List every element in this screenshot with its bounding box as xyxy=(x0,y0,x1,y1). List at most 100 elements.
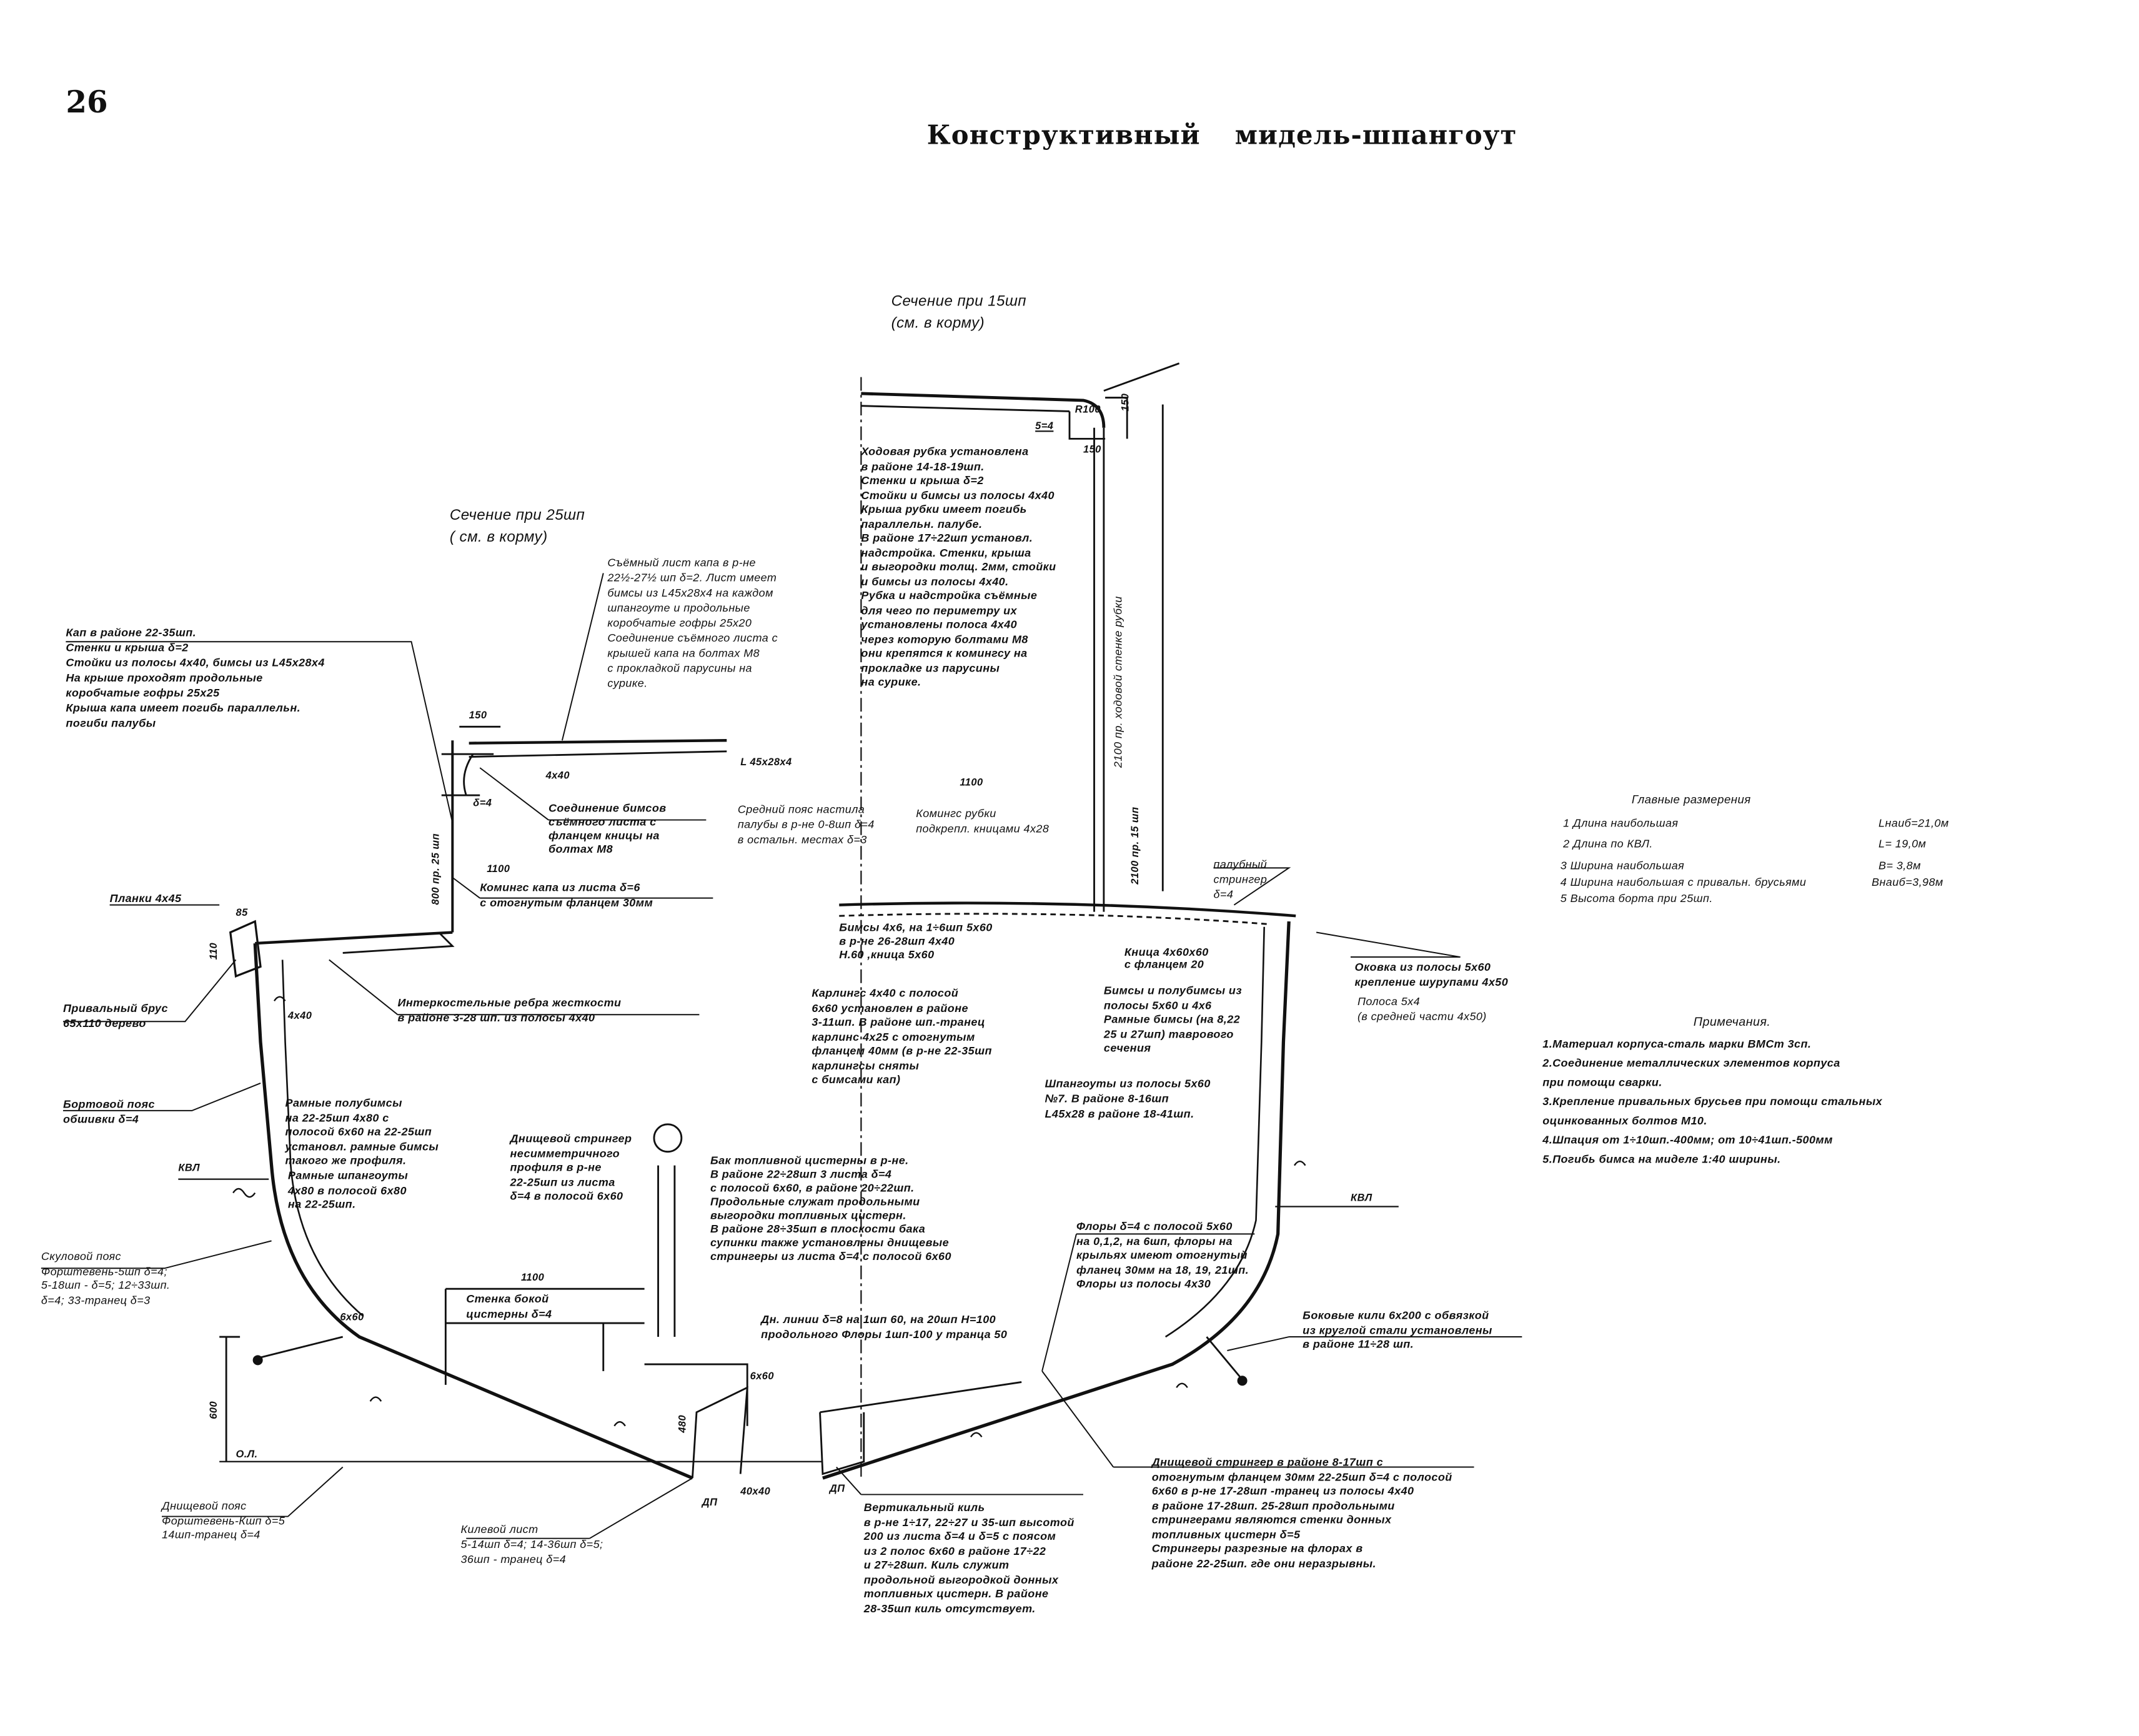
vertical-keel-right xyxy=(819,1381,1022,1476)
annotation-engine-casing: Кап в районе 22-35шп. Стенки и крыша δ=2… xyxy=(66,627,325,730)
dim-85: 85 xyxy=(236,906,248,919)
annotation-vertical-keel: Вертикальный киль в р-не 1÷17, 22÷27 и 3… xyxy=(863,1501,1074,1615)
dimension-value: Bнаиб=3,98м xyxy=(1872,876,1943,889)
annotation-bottom-stringer-right: Днищевой стрингер в районе 8-17шп с отог… xyxy=(1151,1456,1452,1570)
tank-top xyxy=(445,1287,645,1324)
annotation-fuel-tanks: Бак топливной цистерны в р-не. В районе … xyxy=(710,1154,951,1263)
note-item: 5.Погибь бимса на миделе 1:40 ширины. xyxy=(1542,1153,1781,1166)
note-item: 3.Крепление привальных брусьев при помощ… xyxy=(1542,1095,1883,1128)
dim-4x40-casing: 4х40 xyxy=(545,769,570,782)
label-centerline-right: ДП xyxy=(829,1482,845,1495)
annotation-knee: Кница 4х60х60 с фланцем 20 xyxy=(1124,946,1209,971)
wheelhouse-corner-dims xyxy=(1068,397,1128,440)
dim-40x40: 40х40 xyxy=(740,1485,771,1497)
stringer-head xyxy=(653,1123,683,1153)
annotation-floors: Флоры δ=4 с полосой 5х60 на 0,1,2, на 6ш… xyxy=(1076,1220,1249,1291)
wheelhouse-roof-inner xyxy=(861,405,1070,412)
main-deck xyxy=(255,931,453,945)
label-kvl-right: КВЛ xyxy=(1350,1191,1372,1204)
annotation-moulding: Оковка из полосы 5х60 крепление шурупами… xyxy=(1354,961,1509,989)
annotation-wheelhouse-height: 2100 пр. ходовой стенке рубки xyxy=(1112,596,1124,768)
annotation-bilge-keels: Боковые кили 6х200 с обвязкой из круглой… xyxy=(1303,1309,1492,1351)
dim-thickness-4: δ=4 xyxy=(473,796,492,809)
bilge-keel-left xyxy=(260,1336,344,1359)
annotation-casing-coaming: Комингс капа из листа δ=6 с отогнутым фл… xyxy=(480,881,653,910)
dimension-label: 5 Высота борта при 25шп. xyxy=(1560,892,1713,905)
bottom-stringer xyxy=(657,1165,676,1337)
casing-knee xyxy=(441,753,494,796)
annotation-removable-sheet: Съёмный лист капа в р-не 22½-27½ шп δ=2.… xyxy=(607,557,778,690)
tank-wall xyxy=(444,1289,605,1385)
bilge-keel-right xyxy=(1206,1336,1242,1379)
dim-1100-bottom: 1100 xyxy=(521,1271,545,1284)
dimension-value: B= 3,8м xyxy=(1878,860,1921,872)
notes-block: Примечания. 1.Материал корпуса-сталь мар… xyxy=(1542,1014,2008,1169)
annotation-strip: Полоса 5х4 (в средней части 4х50) xyxy=(1357,995,1487,1023)
label-centerline-left: ДП xyxy=(702,1495,718,1509)
annotation-bottom-strake: Днищевой пояс Форштевень-Кшп δ=5 14шп-тр… xyxy=(161,1500,285,1542)
annotation-deck-stringer: палубный стрингер δ=4 xyxy=(1213,858,1268,901)
hull-shell-right xyxy=(822,921,1291,1480)
dim-150-casing: 150 xyxy=(469,708,487,722)
annotation-web-half-beams: Рамные полубимсы на 22-25шп 4х80 с полос… xyxy=(285,1096,439,1167)
annotation-planks: Планки 4х45 xyxy=(109,892,182,905)
section-15-title: Сечение при 15шп (см. в корму) xyxy=(891,293,1027,332)
label-angle-l45: L 45х28х4 xyxy=(740,755,792,768)
dim-600 xyxy=(219,1336,241,1462)
wheelhouse-dim xyxy=(1103,362,1180,891)
dim-6x60-left: 6х60 xyxy=(340,1311,364,1324)
page-number: 26 xyxy=(66,85,108,121)
weld-marks xyxy=(232,996,1306,1437)
notes-heading: Примечания. xyxy=(1693,1014,1771,1029)
dim-6x60-keel: 6х60 xyxy=(750,1369,775,1382)
dimension-label: 1 Длина наибольшая xyxy=(1563,817,1679,830)
engine-casing-roof xyxy=(469,739,727,745)
hull-shell-left xyxy=(253,943,693,1480)
dim-height-15: 2100 пр. 15 шп xyxy=(1128,806,1141,885)
engine-casing-roof-lower xyxy=(469,750,727,758)
annotation-wheelhouse-coaming: Комингс рубки подкрепл. кницами 4х28 xyxy=(916,807,1050,835)
dim-1100-casing: 1100 xyxy=(487,862,510,875)
annotation-intercostals: Интеркостельные ребра жесткости в районе… xyxy=(397,996,622,1024)
main-dimensions-block: Главные размерения 1 Длина наибольшая Lн… xyxy=(1556,793,2008,912)
label-kvl-left: КВЛ xyxy=(178,1161,200,1174)
coaming-flange xyxy=(342,931,455,954)
note-item: 1.Материал корпуса-сталь марки ВМСт 3сп. xyxy=(1542,1038,1812,1051)
vertical-keel-left xyxy=(692,1386,748,1479)
annotation-side-strake: Бортовой пояс обшивки δ=4 xyxy=(62,1098,155,1126)
dimension-label: 2 Длина по КВЛ. xyxy=(1563,838,1653,850)
annotation-beams-strip: Бимсы и полубимсы из полосы 5х60 и 4х6 Р… xyxy=(1103,984,1242,1054)
dimension-label: 4 Ширина наибольшая с привальн. брусьями xyxy=(1560,876,1807,889)
annotation-keel-plate: Килевой лист 5-14шп δ=4; 14-36шп δ=5; 36… xyxy=(460,1523,603,1566)
hull-shell-right-inner xyxy=(1164,926,1266,1338)
section-25-title: Сечение при 25шп ( см. в корму) xyxy=(449,507,585,546)
annotation-carlings: Карлингс 4х40 с полосой 6х60 установлен … xyxy=(811,987,992,1086)
annotation-rubbing-strake: Привальный брус 65х110 дерево xyxy=(62,1002,168,1030)
annotation-frames: Шпангоуты из полосы 5х60 №7. В районе 8-… xyxy=(1045,1078,1211,1121)
annotation-bottom-keel: Дн. линии δ=8 на 1шп 60, на 20шп Н=100 п… xyxy=(761,1313,1008,1341)
dim-1100-wheelhouse: 1100 xyxy=(960,776,983,789)
dimension-value: Lнаиб=21,0м xyxy=(1878,817,1949,830)
label-baseline: О.Л. xyxy=(236,1447,258,1461)
annotation-web-frames: Рамные шпангоуты 4х80 в полосой 6х80 на … xyxy=(287,1169,409,1211)
dim-150-vertical: 150 xyxy=(1119,393,1131,412)
wheelhouse-wall xyxy=(1093,427,1105,912)
dim-thickness-5x4: 5=4 xyxy=(1035,419,1054,432)
drawing-title: Конструктивный мидель-шпангоут xyxy=(926,121,1517,151)
annotation-tank-wall: Стенка бокой цистерны δ=4 xyxy=(466,1292,552,1321)
dim-4x40-deck: 4х40 xyxy=(287,1009,312,1022)
bilge-keel-left-bulb xyxy=(252,1355,263,1366)
dim-600: 600 xyxy=(207,1401,220,1419)
annotation-wheelhouse: Ходовая рубка установлена в районе 14-18… xyxy=(861,445,1056,688)
annotation-bilge-strake: Скуловой пояс Форштевень-5шп δ=4; 5-18шп… xyxy=(41,1250,171,1306)
dim-150-wheelhouse: 150 xyxy=(1083,442,1101,455)
deck-camber-line xyxy=(839,913,1269,925)
annotation-beams: Бимсы 4х6, на 1÷6шп 5х60 в р-не 26-28шп … xyxy=(839,921,993,961)
floor-plate xyxy=(644,1363,748,1426)
dim-radius-100: R100 xyxy=(1074,403,1101,416)
bilge-keel-right-bulb xyxy=(1237,1376,1248,1386)
note-item: 2.Соединение металлических элементов кор… xyxy=(1542,1057,1840,1089)
dimension-value: L= 19,0м xyxy=(1878,838,1927,850)
dim-110: 110 xyxy=(207,942,220,960)
